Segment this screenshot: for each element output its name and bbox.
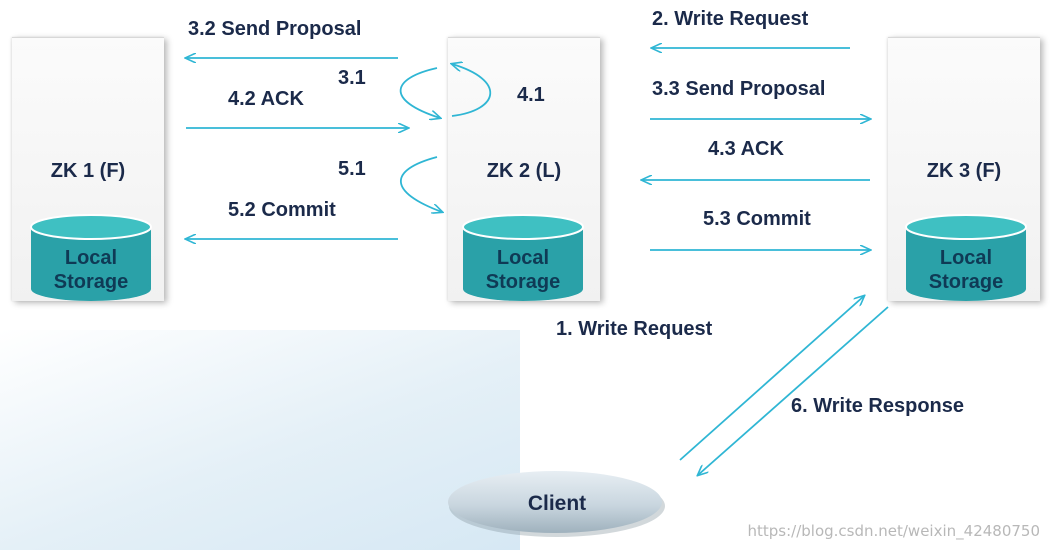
- client-node: Client: [448, 471, 665, 537]
- node-zk1-storage-line1: Local: [65, 247, 117, 269]
- label-5-3: 5.3 Commit: [703, 208, 811, 230]
- node-zk3-storage-line1: Local: [940, 247, 992, 269]
- arrow-3-1: [399, 67, 440, 118]
- node-zk1-storage-line2: Storage: [54, 271, 128, 293]
- node-zk3-storage-line2: Storage: [929, 271, 1003, 293]
- node-zk3: ZK 3 (F) Local Storage: [888, 37, 1040, 301]
- node-zk3-title: ZK 3 (F): [926, 160, 1002, 182]
- node-zk1-storage: Local Storage: [30, 214, 152, 301]
- node-zk2-title: ZK 2 (L): [486, 160, 562, 182]
- watermark-text: https://blog.csdn.net/weixin_42480750: [747, 522, 1040, 540]
- arrow-6: [698, 306, 889, 475]
- label-4-3: 4.3 ACK: [708, 138, 784, 160]
- label-3-2: 3.2 Send Proposal: [188, 18, 362, 40]
- label-5-2: 5.2 Commit: [228, 199, 336, 221]
- label-1: 1. Write Request: [556, 318, 713, 340]
- node-zk2-storage-line2: Storage: [486, 271, 560, 293]
- background-wash: [0, 330, 520, 550]
- label-4-2: 4.2 ACK: [228, 88, 304, 110]
- label-4-1: 4.1: [517, 84, 545, 106]
- node-zk3-storage: Local Storage: [905, 214, 1027, 301]
- node-zk1: ZK 1 (F) Local Storage: [12, 37, 164, 301]
- label-6: 6. Write Response: [791, 395, 965, 417]
- node-zk1-title: ZK 1 (F): [50, 160, 126, 182]
- node-zk2-storage-line1: Local: [497, 247, 549, 269]
- label-2: 2. Write Request: [652, 8, 809, 30]
- node-zk2: ZK 2 (L) Local Storage: [448, 37, 600, 301]
- arrow-5-1: [399, 156, 442, 212]
- client-label: Client: [528, 492, 586, 515]
- label-3-3: 3.3 Send Proposal: [652, 78, 826, 100]
- node-zk2-storage: Local Storage: [462, 214, 584, 301]
- label-3-1: 3.1: [338, 67, 366, 89]
- label-5-1: 5.1: [338, 158, 366, 180]
